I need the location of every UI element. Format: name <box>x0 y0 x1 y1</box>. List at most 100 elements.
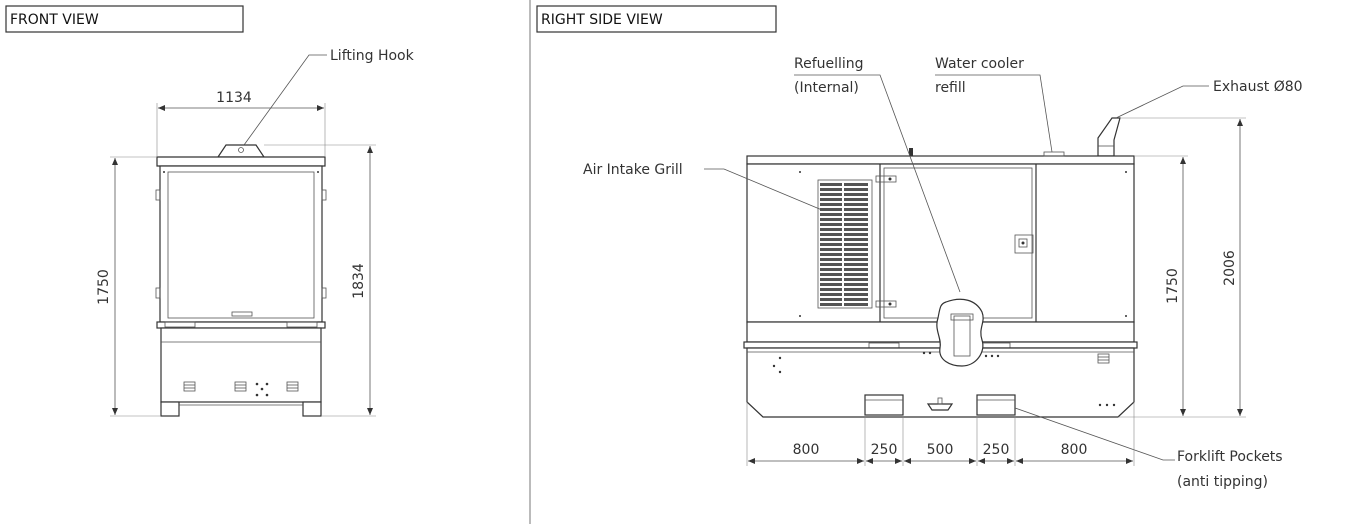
grill-slat <box>844 298 868 301</box>
grill-slat <box>820 188 842 191</box>
label-anti-tipping: (anti tipping) <box>1177 474 1268 490</box>
grill-slat <box>820 283 842 286</box>
side-generator-drawing <box>743 117 1138 418</box>
grill-slat <box>844 238 868 241</box>
callout-air-intake: Air Intake Grill <box>583 162 823 211</box>
side-dim-height-total: 2006 <box>1120 117 1246 418</box>
side-dim-label-seg-4: 250 <box>983 442 1010 458</box>
dim-label-height-body: 1750 <box>96 269 112 305</box>
side-view-panel: RIGHT SIDE VIEW <box>536 5 1303 490</box>
grill-slat <box>820 273 842 276</box>
grill-slat <box>844 213 868 216</box>
grill-slat <box>820 208 842 211</box>
grill-slat <box>844 268 868 271</box>
grill-slat <box>844 263 868 266</box>
grill-slat <box>844 228 868 231</box>
callout-water-cooler: Water cooler refill <box>935 56 1053 153</box>
grill-slat <box>844 223 868 226</box>
side-dim-height-body: 1750 <box>1118 155 1188 418</box>
air-intake-grill <box>820 183 868 306</box>
grill-slat <box>844 233 868 236</box>
front-enclosure <box>159 165 323 323</box>
grill-slat <box>844 243 868 246</box>
dim-label-height-total: 1834 <box>351 263 367 299</box>
grill-slat <box>844 188 868 191</box>
side-dim-label-seg-5: 800 <box>1061 442 1088 458</box>
side-dim-lengths: 800 250 500 250 800 <box>746 402 1135 466</box>
side-dim-label-height-total: 2006 <box>1222 250 1238 286</box>
grill-slat <box>820 288 842 291</box>
grill-slat <box>820 253 842 256</box>
callout-refuelling: Refuelling (Internal) <box>794 56 961 293</box>
front-base-frame <box>160 327 322 403</box>
grill-slat <box>820 213 842 216</box>
grill-slat <box>820 268 842 271</box>
grill-slat <box>844 218 868 221</box>
exhaust-pipe <box>1097 117 1121 157</box>
front-generator-drawing <box>155 144 327 417</box>
forklift-pocket-left <box>864 394 904 416</box>
front-view-title-box <box>5 5 244 33</box>
dim-label-width: 1134 <box>216 90 252 106</box>
grill-slat <box>844 248 868 251</box>
grill-slat <box>844 183 868 186</box>
callout-exhaust: Exhaust Ø80 <box>1115 79 1303 119</box>
grill-slat <box>844 288 868 291</box>
grill-slat <box>820 233 842 236</box>
grill-slat <box>820 203 842 206</box>
side-dim-label-seg-1: 800 <box>793 442 820 458</box>
label-air-intake: Air Intake Grill <box>583 162 683 178</box>
side-dim-label-seg-2: 250 <box>871 442 898 458</box>
callout-lifting-hook: Lifting Hook <box>243 48 415 146</box>
grill-slat <box>820 248 842 251</box>
label-exhaust: Exhaust Ø80 <box>1213 79 1303 95</box>
front-dim-height-body: 1750 <box>96 156 161 417</box>
label-refuelling: Refuelling <box>794 56 864 72</box>
side-dim-label-height-body: 1750 <box>1165 268 1181 304</box>
label-lifting-hook: Lifting Hook <box>330 48 415 64</box>
grill-slat <box>820 183 842 186</box>
grill-slat <box>820 238 842 241</box>
grill-slat <box>844 293 868 296</box>
door-lock <box>1014 234 1034 254</box>
grill-slat <box>820 298 842 301</box>
grill-slat <box>844 278 868 281</box>
callout-forklift: Forklift Pockets (anti tipping) <box>1014 407 1283 490</box>
grill-slat <box>820 278 842 281</box>
grill-slat <box>820 228 842 231</box>
grill-slat <box>844 208 868 211</box>
grill-slat <box>844 193 868 196</box>
grill-slat <box>820 293 842 296</box>
front-dim-width: 1134 <box>156 90 326 157</box>
grill-slat <box>820 218 842 221</box>
grill-slat <box>820 258 842 261</box>
grill-slat <box>820 303 842 306</box>
label-forklift-pockets: Forklift Pockets <box>1177 449 1283 465</box>
grill-slat <box>844 283 868 286</box>
grill-slat <box>844 253 868 256</box>
side-view-title: RIGHT SIDE VIEW <box>541 12 663 28</box>
lifting-hook-shape <box>216 144 266 158</box>
forklift-pocket-right <box>976 394 1016 416</box>
label-water-cooler: Water cooler <box>935 56 1024 72</box>
grill-slat <box>820 243 842 246</box>
grill-slat <box>844 198 868 201</box>
grill-slat <box>844 203 868 206</box>
grill-slat <box>844 273 868 276</box>
front-dim-height-total: 1834 <box>264 144 376 417</box>
grill-slat <box>844 303 868 306</box>
grill-slat <box>820 223 842 226</box>
label-refuelling-internal: (Internal) <box>794 80 859 96</box>
front-view-title: FRONT VIEW <box>10 12 99 28</box>
side-dim-label-seg-3: 500 <box>927 442 954 458</box>
front-view-panel: FRONT VIEW <box>5 5 415 417</box>
grill-slat <box>820 263 842 266</box>
side-view-title-box <box>536 5 777 33</box>
refuelling-cutaway <box>936 298 984 367</box>
label-water-cooler-refill: refill <box>935 80 966 96</box>
grill-slat <box>820 198 842 201</box>
side-enclosure <box>746 163 1135 323</box>
grill-slat <box>820 193 842 196</box>
grill-slat <box>844 258 868 261</box>
